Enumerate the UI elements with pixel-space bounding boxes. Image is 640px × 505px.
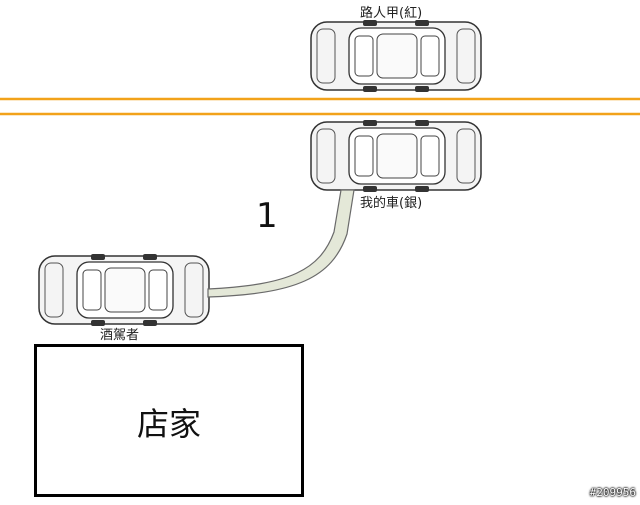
drunk-driver-car xyxy=(38,253,210,327)
watermark: #209956 xyxy=(589,486,636,499)
pedestrian-car-label: 路人甲(紅) xyxy=(360,6,423,21)
my-car-label: 我的車(銀) xyxy=(360,196,423,211)
movement-path xyxy=(207,189,355,298)
store-building: 店家 xyxy=(34,344,304,497)
drunk-driver-label: 酒駕者 xyxy=(100,328,140,343)
step-number: 1 xyxy=(256,196,278,236)
pedestrian-car xyxy=(310,19,482,93)
store-label: 店家 xyxy=(136,405,201,443)
my-car xyxy=(310,119,482,193)
